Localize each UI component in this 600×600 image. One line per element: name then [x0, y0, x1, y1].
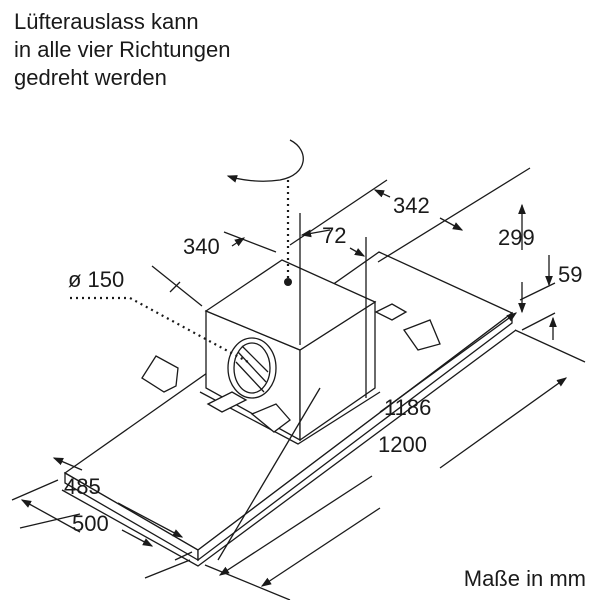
- dim-500: 500: [72, 511, 109, 536]
- diameter-label: ø 150: [68, 267, 124, 292]
- dim-340: 340: [183, 234, 220, 259]
- dim-1200: 1200: [378, 432, 427, 457]
- units-label: Maße in mm: [463, 566, 586, 591]
- caption-line: gedreht werden: [14, 65, 167, 90]
- dim-72: 72: [322, 223, 346, 248]
- air-outlet: [227, 337, 277, 399]
- dim-1186: 1186: [384, 395, 431, 420]
- dim-342: 342: [393, 193, 430, 218]
- mounting-bracket: [141, 303, 441, 433]
- rotation-arrow-icon: [226, 139, 304, 183]
- dim-299: 299: [498, 225, 535, 250]
- dim-485: 485: [64, 474, 101, 499]
- dim-59: 59: [558, 262, 582, 287]
- rotation-caption: Lüfterauslass kann in alle vier Richtung…: [14, 8, 230, 92]
- caption-line: in alle vier Richtungen: [14, 37, 231, 62]
- fan-box: [199, 259, 381, 445]
- rotation-center-icon: [284, 278, 292, 286]
- caption-line: Lüfterauslass kann: [14, 9, 199, 34]
